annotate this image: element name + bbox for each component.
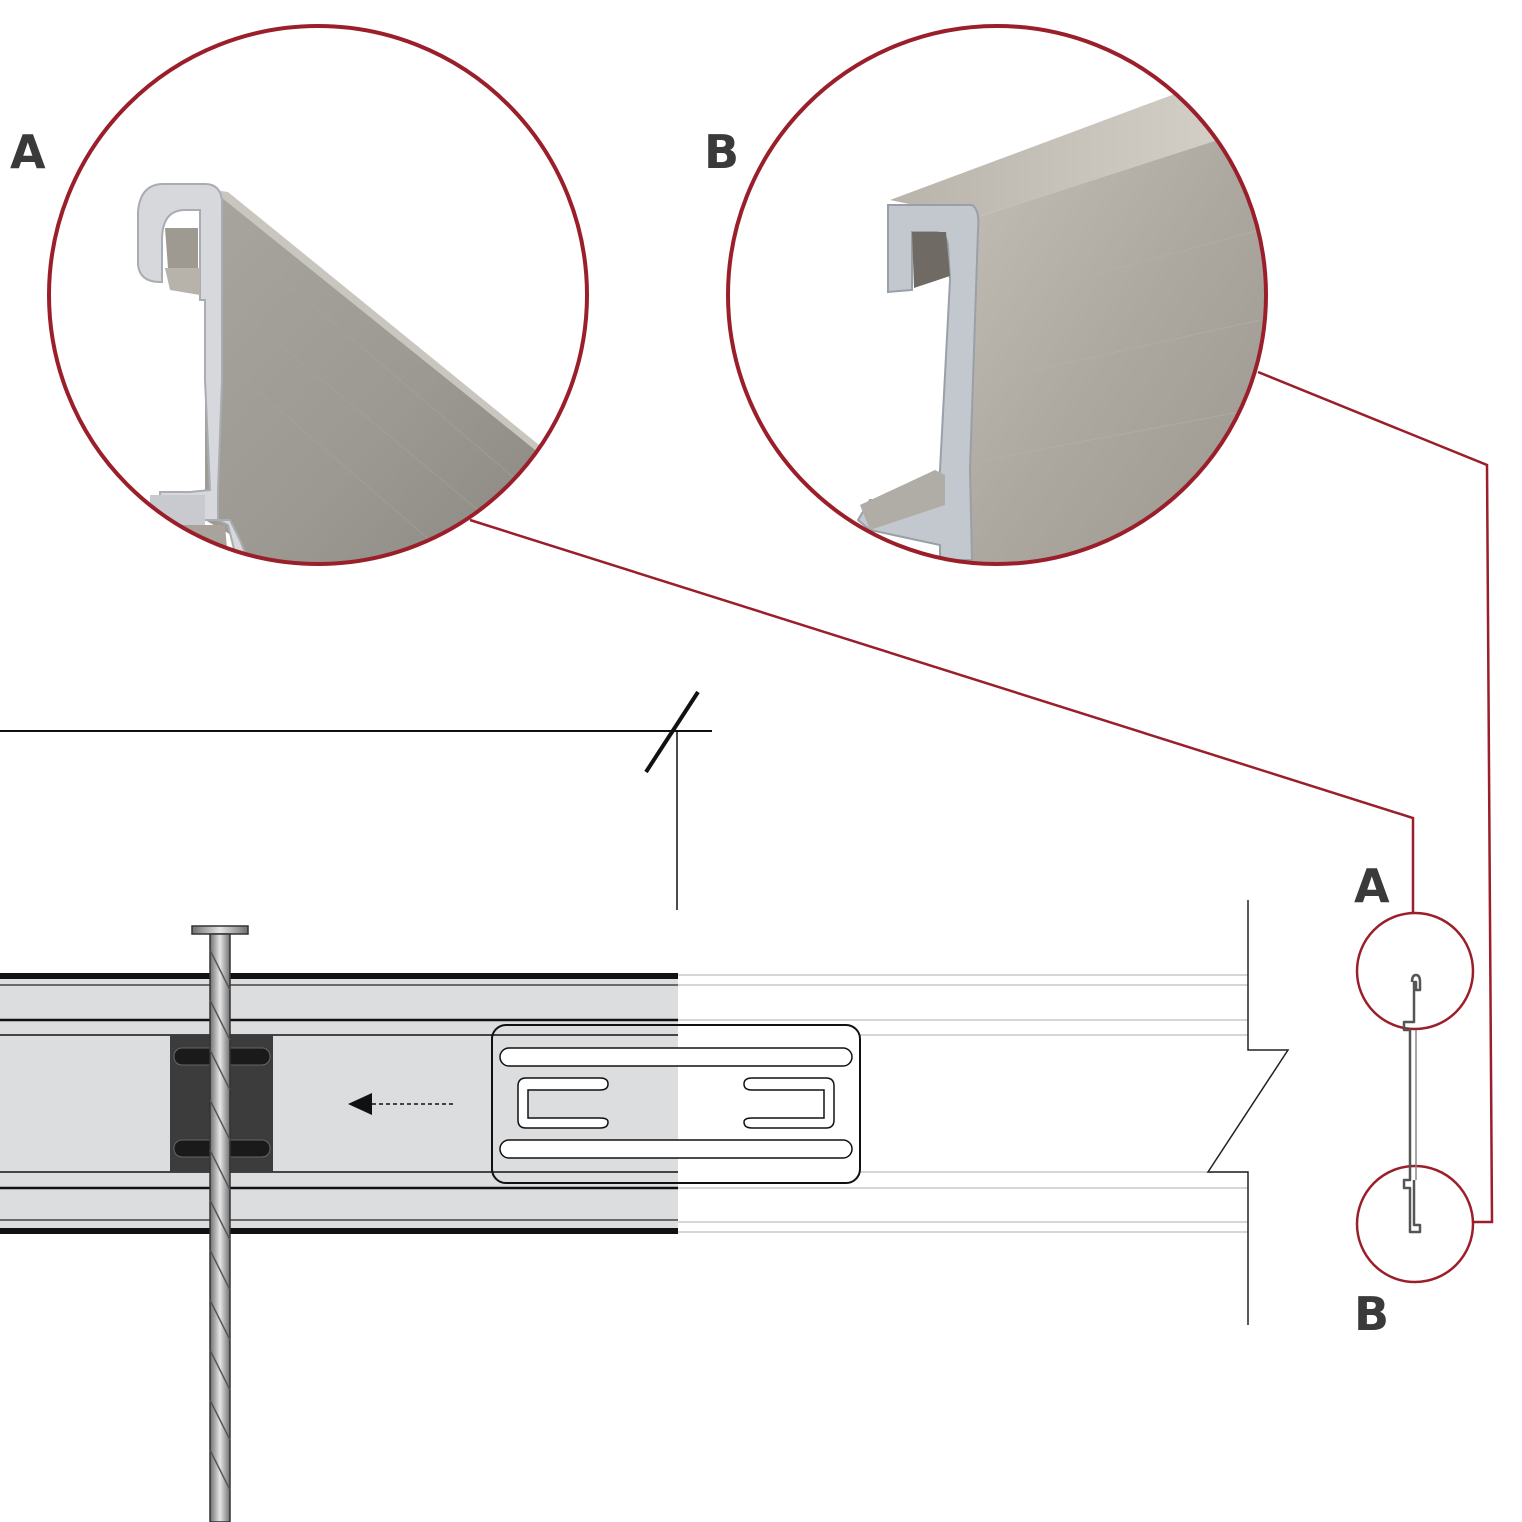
label-a-side: A bbox=[1354, 859, 1390, 913]
detail-a-circle bbox=[47, 24, 589, 566]
dimension-lines bbox=[0, 690, 712, 910]
side-circle-b bbox=[1355, 1164, 1475, 1284]
profile-rail-continuation bbox=[678, 974, 1248, 1233]
break-line-icon bbox=[1206, 900, 1290, 1325]
detail-a-photo bbox=[49, 26, 587, 564]
label-a-top: A bbox=[10, 125, 46, 179]
detail-b-magnifier bbox=[726, 24, 1268, 566]
detail-b-circle bbox=[726, 24, 1268, 566]
label-b-side: B bbox=[1354, 1287, 1389, 1341]
detail-a-magnifier bbox=[47, 24, 589, 566]
side-profile-section bbox=[1355, 911, 1475, 1284]
connector-plate bbox=[491, 1024, 861, 1184]
leader-line-a bbox=[469, 518, 1415, 912]
arrow-left-icon bbox=[348, 1093, 455, 1115]
leader-line-b bbox=[1257, 370, 1494, 1224]
label-b-top: B bbox=[704, 125, 739, 179]
side-circle-a bbox=[1355, 911, 1475, 1031]
profile-rail bbox=[0, 973, 678, 1234]
detail-b-photo bbox=[728, 26, 1266, 564]
nail-icon bbox=[191, 925, 249, 1522]
